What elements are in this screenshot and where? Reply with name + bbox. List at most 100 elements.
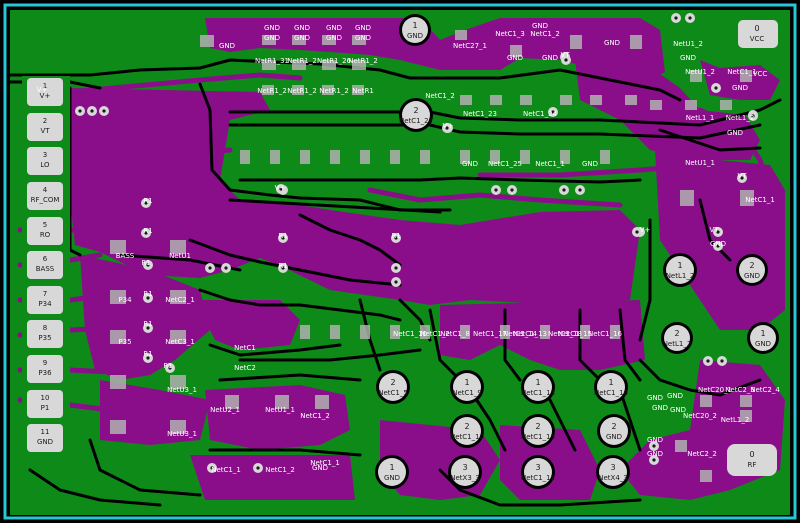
smd-pad	[455, 30, 467, 40]
smd-pad	[270, 150, 280, 164]
net-label: GND	[647, 394, 663, 402]
net-label: GND	[680, 54, 696, 62]
net-label: NetC1_23	[463, 110, 497, 118]
smd-pad	[360, 150, 370, 164]
header-pad	[27, 147, 63, 175]
smd-pad	[170, 330, 186, 344]
net-label: GND	[264, 24, 280, 32]
via-drill	[146, 326, 150, 330]
hole-net-name: NetC1_15	[521, 433, 555, 441]
hole-layer: 1GND0VCC2NetC1_221NetL1_22GND2NetL1_21GN…	[375, 14, 779, 489]
hole-number: 1	[389, 463, 394, 472]
net-label: R1	[391, 232, 400, 240]
through-hole: 0RF	[748, 450, 757, 469]
via-drill	[740, 176, 744, 180]
net-label: VCC	[753, 70, 768, 78]
header-pin-number: 11	[41, 428, 50, 436]
net-label: NetR1_2	[348, 57, 378, 65]
via-drill	[720, 359, 724, 363]
smd-pad	[330, 150, 340, 164]
smd-pad	[110, 330, 126, 344]
net-label: GND	[294, 34, 310, 42]
via-drill	[578, 188, 582, 192]
net-label: NetC1_1	[727, 68, 757, 76]
hole-number: 1	[760, 329, 765, 338]
net-label: GND	[219, 42, 235, 50]
via-drill	[714, 86, 718, 90]
net-label: NetU1_1	[265, 406, 295, 414]
net-label: NetU1_2	[685, 68, 715, 76]
net-label: NetC1_3	[495, 30, 525, 38]
hole-pad	[599, 458, 627, 486]
net-label: NetR1_2	[287, 87, 317, 95]
smd-pad	[520, 95, 532, 105]
header-pin-number: 3	[43, 151, 47, 159]
net-label: NetC20_2	[683, 412, 717, 420]
hole-net-name: NetC1_5	[378, 389, 408, 397]
smd-pad	[225, 395, 239, 409]
vcc-pad	[738, 20, 778, 48]
via-drill	[494, 188, 498, 192]
net-label: NetL1_2	[726, 114, 755, 122]
header-pin-number: 1	[43, 82, 47, 90]
net-label: NetC1_18	[548, 330, 582, 338]
via-drill	[144, 201, 148, 205]
smd-pad	[740, 190, 754, 206]
net-label: GND	[355, 34, 371, 42]
header-pin-name: V+	[40, 92, 51, 100]
header-pad	[27, 251, 63, 279]
smd-pad	[500, 325, 510, 339]
net-label: GND	[727, 129, 743, 137]
net-label: R1	[143, 197, 152, 205]
net-label: V+	[275, 184, 286, 192]
header-pin: 4RF_COM	[27, 182, 63, 210]
smd-pad	[420, 150, 430, 164]
header-pin-name: P35	[38, 334, 51, 342]
net-label: NetC1_25	[488, 160, 522, 168]
net-label: GND	[647, 450, 663, 458]
smd-pad	[720, 100, 732, 110]
smd-pad	[292, 35, 306, 45]
net-label: BASS	[116, 252, 135, 260]
smd-pad	[685, 100, 697, 110]
smd-pad	[390, 325, 400, 339]
net-label: R1	[141, 259, 150, 267]
smd-pad	[110, 290, 126, 304]
smd-pad	[110, 240, 126, 254]
net-label: NetC2	[234, 364, 256, 372]
net-label: NetC1_24	[523, 110, 558, 118]
net-label: NetL1_2	[721, 416, 750, 424]
via-drill	[281, 236, 285, 240]
hole-number: 2	[535, 422, 540, 431]
hole-net-name: NetC1_10	[450, 433, 484, 441]
hole-pad	[597, 373, 625, 401]
via-drill	[208, 266, 212, 270]
via-drill	[224, 266, 228, 270]
header-pin-name: GND	[37, 438, 53, 446]
hole-net-name: VCC	[750, 35, 765, 43]
net-label: P34	[118, 296, 132, 304]
hole-number: 1	[464, 378, 469, 387]
header-pin: 5RO	[27, 217, 63, 245]
net-label: GND	[582, 160, 598, 168]
net-label: NetC1_2	[420, 330, 450, 338]
via-drill	[90, 109, 94, 113]
header-pad	[27, 182, 63, 210]
hole-pad	[600, 417, 628, 445]
net-label: NetC1_1	[211, 466, 241, 474]
net-label: GND	[670, 406, 686, 414]
net-label: NetU3_1	[167, 386, 197, 394]
smd-pad	[300, 325, 310, 339]
net-label: NetC27_1	[453, 42, 487, 50]
smd-pad	[292, 85, 304, 95]
net-label: NetL1_1	[686, 114, 715, 122]
